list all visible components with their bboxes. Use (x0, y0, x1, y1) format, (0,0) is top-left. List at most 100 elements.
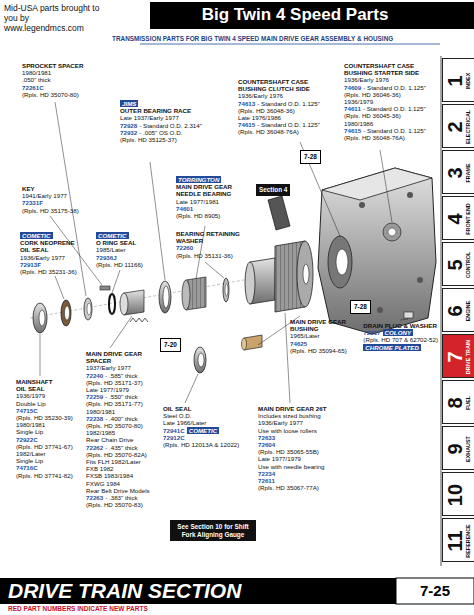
part-note: Single Lip (16, 457, 43, 464)
part-number: 72611 (258, 477, 275, 484)
callout-line: 72928- Standard O.D. 2.314" (120, 122, 202, 129)
callout-line: Single Lip (16, 428, 73, 435)
part-number: 72331F (22, 199, 43, 206)
section-tab: 9EXHAUST (442, 426, 474, 470)
new-parts-note: RED PART NUMBERS INDICATE NEW PARTS (8, 605, 148, 613)
part-note: (Rpls. HD 36046-36) (344, 91, 401, 98)
part-heading: MAIN DRIVE GEAR (86, 350, 142, 357)
tab-number: 3 (445, 167, 465, 178)
part-heading: COUNTERSHAFT CASE (344, 62, 414, 69)
callout-line: Fits FLH 1982/Later (86, 458, 150, 465)
part-heading: OIL SEAL (163, 405, 191, 412)
callout-line: 1936/Early 1976 (238, 92, 320, 99)
brand-logo: COMETIC (20, 232, 53, 239)
part-note: 1980/1986 (344, 120, 373, 127)
tab-number: 1 (445, 75, 465, 86)
callout-line: 72913F (20, 261, 77, 268)
callout-line: 1980/1986 (344, 120, 426, 127)
callout-line: SPACER (86, 357, 150, 364)
callout-line: CHROME PLATED (363, 344, 438, 351)
page-number-text: 7-25 (420, 582, 450, 599)
brand-logo: COMETIC (96, 232, 129, 239)
part-callout: JIMSOUTER BEARING RACELate 1937/Early 19… (120, 100, 202, 143)
part-note: (Rpls. HD 37741-67) (16, 443, 73, 450)
tab-label: ELECTRICAL (465, 110, 471, 144)
tab-label: INDEX (465, 73, 471, 89)
tab-number: 7 (445, 351, 465, 362)
callout-line: Steel O.D. (163, 412, 239, 419)
part-note: 1936/1979 (16, 392, 45, 399)
part-number: 74615 (344, 127, 361, 134)
callout-line: OUTER BEARING RACE (120, 107, 202, 114)
callout-line: (Rpls. HD 12013A & 12022) (163, 441, 239, 448)
callout-line: OIL SEAL (20, 246, 77, 253)
part-note: 1965/Later (290, 332, 320, 339)
callout-line: Use with loose rollers (258, 427, 326, 434)
callout-line: KEY (22, 185, 79, 192)
callout-line: FXB 1982 (86, 465, 150, 472)
tab-number: 10 (445, 484, 465, 506)
callout-line: 72261C (22, 84, 83, 91)
callout-line: 1936/Early 1976 (344, 76, 426, 83)
callout-line: 1982/1985 (86, 429, 150, 436)
callout-line: OIL SEAL (163, 405, 239, 412)
callout-line: 72932- .005" OS O.D. (120, 129, 202, 136)
callout-line: COUNTERSHAFT CASE (344, 62, 426, 69)
part-number: 72260 (176, 244, 193, 251)
part-note: Double Lip (16, 400, 46, 407)
part-number: 74611 (344, 105, 361, 112)
callout-line: Includes sized bushing (258, 412, 326, 419)
callout-line: (Rpls. HD 35067-77A) (258, 484, 326, 491)
callout-line: 74615- Standard O.D. 1.125" (238, 121, 320, 128)
part-number: 74601 (176, 205, 193, 212)
callout-line: 72611 (258, 477, 326, 484)
part-note: - .383" thick (105, 494, 137, 501)
title-text: Big Twin 4 Speed Parts (202, 5, 389, 24)
callout-line: WASHER (176, 237, 240, 244)
note-text: RED PART NUMBERS INDICATE NEW PARTS (8, 605, 148, 612)
callout-line: MAIN DRIVE GEAR 26T (258, 405, 326, 412)
callout-line: COUNTERSHAFT CASE (238, 78, 320, 85)
part-note: 1941/Early 1977 (22, 192, 67, 199)
part-note: (Rpls. HD 35070-80) (22, 91, 79, 98)
part-note: - .435" thick (105, 444, 137, 451)
callout-line: FXWG 1984 (86, 480, 150, 487)
page-number: 7-25 (398, 582, 472, 600)
callout-line: (Rpls. HD 35171-37) (86, 379, 150, 386)
part-note: (Rpls. HD 35065-55B) (258, 448, 319, 455)
part-heading: O RING SEAL (96, 239, 136, 246)
callout-line: COMETIC (96, 232, 143, 239)
tab-label: DRIVE TRAIN (465, 340, 471, 374)
callout-line: Late 1937/Early 1977 (120, 114, 202, 121)
callout-line: 1936/Early 1977 (20, 254, 77, 261)
part-number: 72932 (120, 129, 137, 136)
part-note: (Rpls. HD 707 & 62702-52) (363, 336, 438, 343)
section-tab: 10 (442, 472, 474, 516)
callout-line: BUSHING CLUTCH SIDE (238, 85, 320, 92)
part-note: (Rpls. HD 35171-77) (86, 400, 143, 407)
tab-label: CONTROL (465, 252, 471, 279)
callout-line: Late 1976/1986 (238, 114, 320, 121)
callout-line: (Rpls. HD 35125-37) (120, 136, 202, 143)
callout-line: O RING SEAL (96, 239, 143, 246)
part-heading: SPROCKET SPACER (22, 62, 83, 69)
part-note: 1936/Early 1976 (344, 76, 389, 83)
part-number: 72234 (258, 470, 275, 477)
callout-line: CORK NEOPRENE (20, 239, 77, 246)
callout-line: 72633 (258, 434, 326, 441)
tab-label: EXHAUST (465, 436, 471, 462)
part-number: 72604 (258, 441, 275, 448)
callout-line: (Rpls. HD 36045-36) (344, 112, 426, 119)
part-number: 74716C (16, 464, 38, 471)
part-note: - Standard O.D. 1.125" (257, 100, 320, 107)
tab-number: 6 (445, 305, 465, 316)
brand-logo: COLONY (383, 329, 413, 336)
box-text: 7-28 (304, 153, 317, 161)
callout-line: Use with needle bearing (258, 463, 326, 470)
callout-line: (Rpls. HD 35070-83) (86, 501, 150, 508)
callout-line: (Rpls. HD 35171-77) (86, 400, 150, 407)
part-heading: MAIN DRIVE GEAR (176, 183, 232, 190)
callout-line: (Rpls. HD 37741-82) (16, 472, 73, 479)
callout-line: 74613- Standard O.D. 1.125" (238, 100, 320, 107)
tab-label: ENGINE (465, 301, 471, 322)
